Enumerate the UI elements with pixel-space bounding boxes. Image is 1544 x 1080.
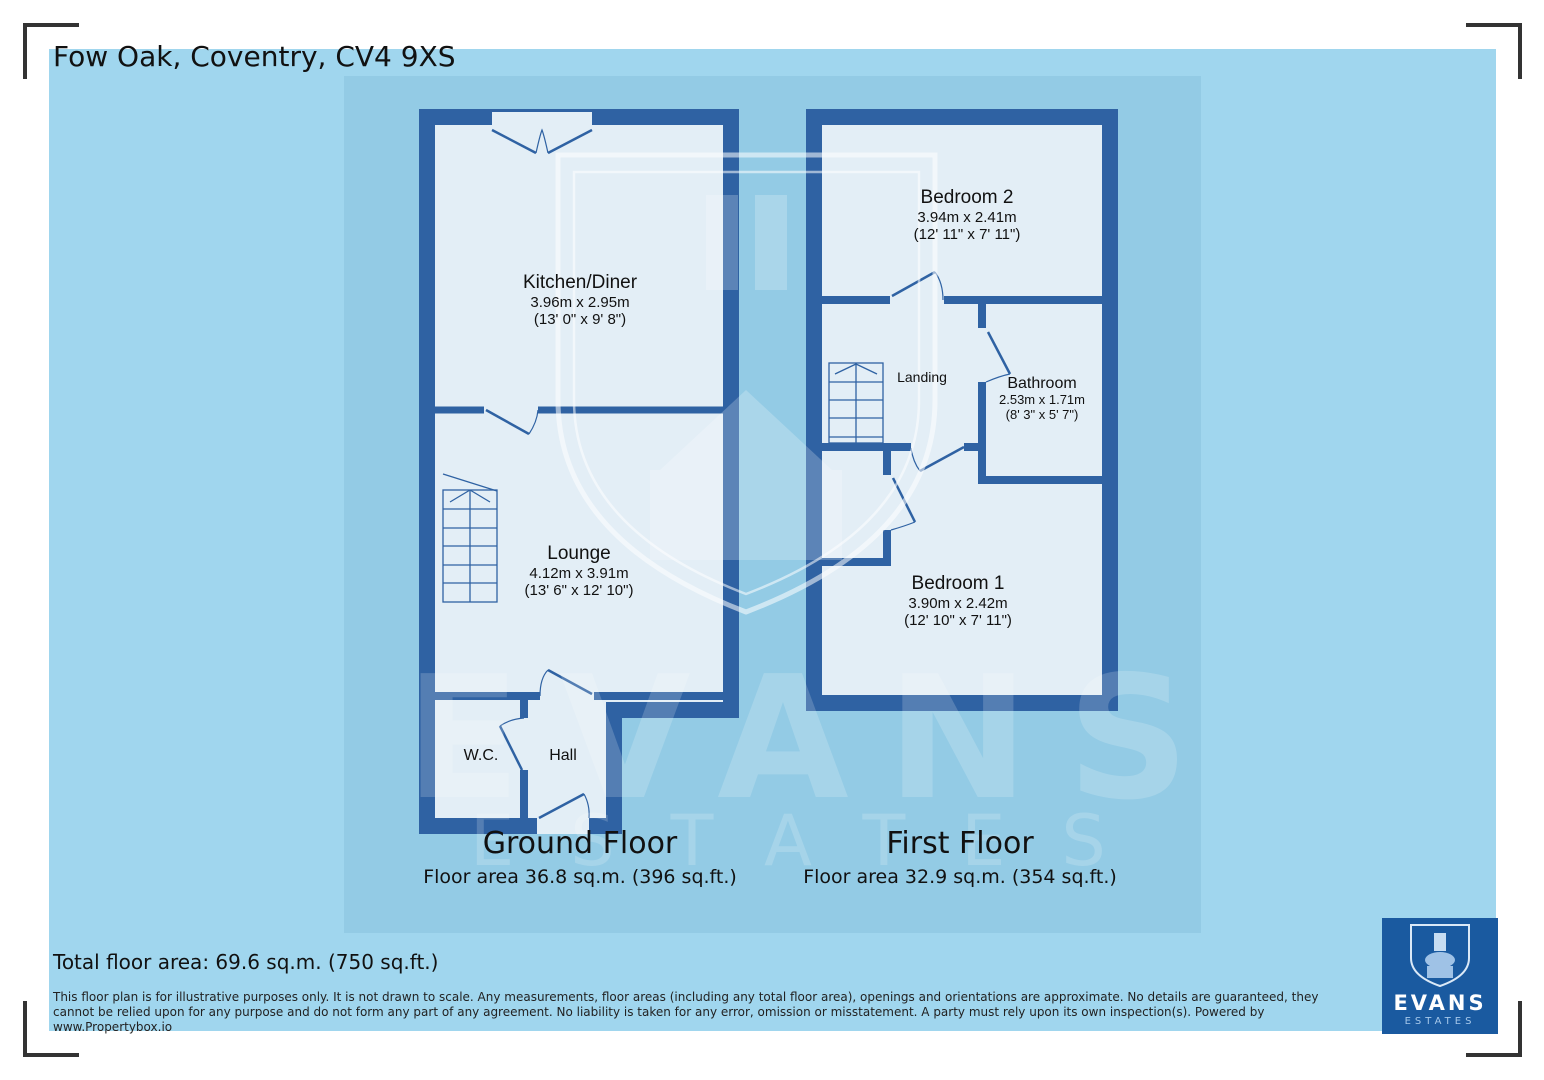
total-floor-area: Total floor area: 69.6 sq.m. (750 sq.ft.… — [53, 950, 439, 974]
room-landing: Landing — [897, 369, 947, 385]
logo-brand-text: EVANS — [1393, 991, 1487, 1015]
watermark-sub: ESTATES — [470, 800, 1162, 882]
room-bedroom-1: Bedroom 1 3.90m x 2.42m (12' 10" x 7' 11… — [904, 573, 1012, 630]
room-lounge: Lounge 4.12m x 3.91m (13' 6" x 12' 10") — [524, 543, 634, 600]
room-bathroom: Bathroom 2.53m x 1.71m (8' 3" x 5' 7") — [999, 375, 1085, 423]
room-bedroom-2: Bedroom 2 3.94m x 2.41m (12' 11" x 7' 11… — [913, 187, 1021, 244]
crop-mark-top-left — [23, 23, 79, 79]
ground-floor-plan — [419, 109, 739, 834]
crop-mark-bottom-right — [1466, 1001, 1522, 1057]
room-wc: W.C. — [463, 747, 499, 764]
room-hall: Hall — [549, 747, 577, 764]
ground-floor-caption: Ground Floor Floor area 36.8 sq.m. (396 … — [423, 826, 737, 888]
watermark-brand: EVANS — [405, 640, 1228, 838]
disclaimer-text: This floor plan is for illustrative purp… — [53, 990, 1319, 1034]
crop-mark-bottom-left — [23, 1001, 79, 1057]
room-kitchen-diner: Kitchen/Diner 3.96m x 2.95m (13' 0" x 9'… — [522, 272, 638, 329]
logo-sub-text: ESTATES — [1404, 1016, 1476, 1027]
property-address: Fow Oak, Coventry, CV4 9XS — [53, 40, 456, 73]
shield-elephant-castle-icon — [1410, 924, 1470, 988]
first-floor-caption: First Floor Floor area 32.9 sq.m. (354 s… — [803, 826, 1117, 888]
watermark-shield-icon — [555, 152, 938, 615]
crop-mark-top-right — [1466, 23, 1522, 79]
first-floor-plan — [806, 109, 1118, 711]
watermark-castle-icon — [650, 195, 842, 560]
evans-estates-logo: EVANS ESTATES — [1382, 918, 1498, 1034]
